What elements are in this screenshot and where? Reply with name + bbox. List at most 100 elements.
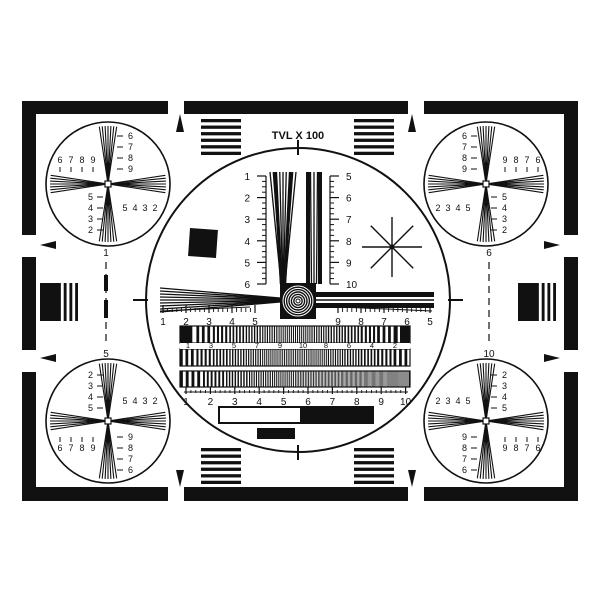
strip-bar — [320, 371, 322, 387]
stripe — [550, 283, 554, 321]
strip-label: 10 — [299, 341, 307, 350]
strip-bar — [408, 371, 410, 387]
corner-number: 6 — [535, 155, 540, 165]
corner-number: 2 — [502, 225, 507, 235]
strip-bar — [360, 371, 361, 387]
stripe — [354, 145, 394, 149]
corner-number: 6 — [57, 155, 62, 165]
strip-bar — [231, 371, 234, 387]
fan-line — [107, 183, 166, 194]
strip-bar — [302, 349, 304, 366]
strip-bar — [372, 371, 373, 387]
stripe — [201, 480, 241, 484]
zone-ring — [282, 285, 314, 317]
strip-bar — [335, 371, 336, 387]
strip-bar — [342, 371, 343, 387]
strip-bar — [349, 349, 352, 366]
corner-center — [482, 417, 490, 425]
strip-bar — [357, 349, 360, 366]
strip-bar — [253, 326, 256, 343]
strip-bar — [378, 371, 380, 387]
strip-bar — [341, 326, 343, 343]
scale-label: 6 — [346, 194, 352, 205]
strip-bar — [264, 326, 266, 343]
corner-number: 6 — [535, 443, 540, 453]
strip-label: 9 — [278, 341, 282, 350]
corner-number: 5 — [465, 203, 470, 213]
side-mark-right-bottom: 10 — [483, 349, 495, 360]
strip-label: 2 — [393, 341, 397, 350]
corner-number: 3 — [445, 396, 450, 406]
scale-label: 3 — [206, 317, 212, 328]
strip-bar — [299, 326, 301, 343]
corner-number: 2 — [88, 225, 93, 235]
strip-bar — [283, 371, 285, 387]
wedge-bar — [316, 292, 434, 297]
strip-bar — [229, 326, 231, 343]
strip-bar — [323, 371, 325, 387]
star-burst — [362, 217, 422, 277]
strip-bar — [249, 371, 251, 387]
strip-bar — [240, 371, 242, 387]
scale-label: 5 — [244, 258, 250, 269]
strip-bar — [234, 349, 237, 366]
vertical-wedge-right — [306, 171, 322, 285]
strip-bar — [318, 326, 320, 343]
scale-label: 4 — [256, 397, 262, 408]
triangle-right-lower — [544, 354, 560, 362]
side-mark-left-bottom: 5 — [103, 349, 109, 360]
strip-bar — [373, 371, 374, 387]
strip-bar — [369, 371, 371, 387]
wedge-line — [159, 296, 281, 301]
stripe — [60, 283, 64, 321]
scale-label: 3 — [232, 397, 238, 408]
strip-bar — [405, 371, 407, 387]
resolution-strip-2 — [179, 348, 411, 367]
strip-bar — [403, 371, 405, 387]
strip-bar — [391, 371, 392, 387]
stripe-block-top-right — [354, 119, 394, 155]
strip-bar — [389, 349, 392, 366]
stripe — [354, 151, 394, 155]
zone-ring — [287, 290, 309, 312]
strip-bar — [203, 371, 205, 387]
strip-bar — [207, 326, 211, 343]
corner-number: 9 — [462, 432, 467, 442]
strip-bar — [260, 371, 262, 387]
strip-bar — [301, 371, 303, 387]
strip-bar — [272, 349, 274, 366]
strip-bar — [180, 371, 183, 387]
scale-axis — [339, 306, 433, 312]
stripe — [354, 480, 394, 484]
scale-label: 10 — [400, 397, 412, 408]
corner-number: 6 — [57, 443, 62, 453]
corner-number: 2 — [152, 203, 157, 213]
strip-bar — [364, 371, 365, 387]
stripe — [201, 454, 241, 458]
scale-label: 6 — [305, 397, 311, 408]
strip-bar — [366, 371, 367, 387]
strip-bar — [257, 349, 259, 366]
strip-bar — [393, 326, 398, 343]
fan-line — [107, 363, 118, 422]
scale-label: 7 — [346, 215, 352, 226]
scale-label: 2 — [244, 194, 250, 205]
triangle-right-upper — [544, 241, 560, 249]
corner-number: 4 — [455, 396, 460, 406]
corner-number: 4 — [132, 203, 137, 213]
strip-bar — [339, 371, 341, 387]
strip-bar — [351, 371, 352, 387]
strip-bar — [370, 349, 373, 366]
strip-bar — [399, 349, 402, 366]
strip-bar — [332, 371, 334, 387]
strip-bar — [316, 326, 318, 343]
strip-bar — [368, 371, 370, 387]
strip-bar — [212, 349, 215, 366]
strip-bar — [271, 326, 273, 343]
stripe — [201, 119, 241, 123]
strip-bar — [348, 371, 350, 387]
side-block-right-stripes — [538, 283, 554, 321]
strip-bar — [346, 371, 347, 387]
